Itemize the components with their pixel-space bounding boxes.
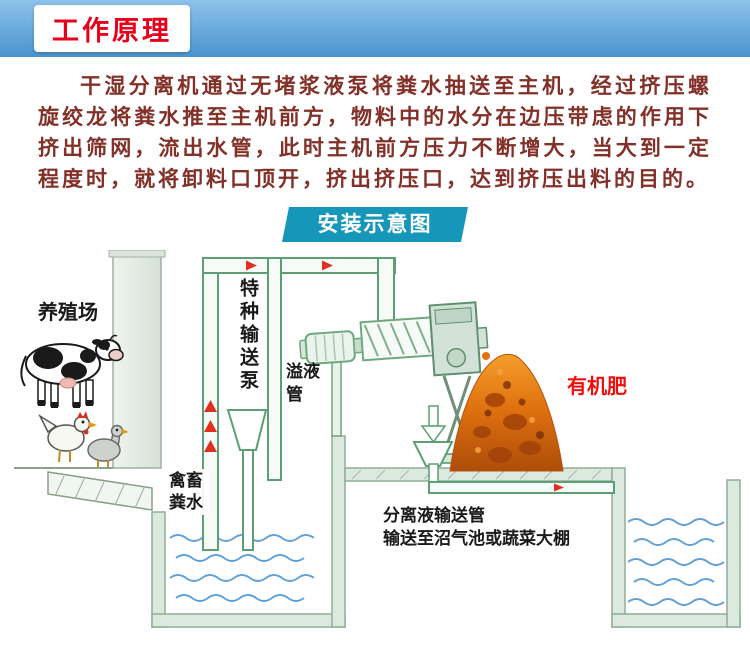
page-title: 工作原理 [52,16,172,46]
liquid-pipe-label-line1: 分离液输送管 [383,506,485,525]
overflow-pipe-label: 溢液管 [286,362,320,404]
diagram-scene [14,250,741,628]
overflow-pipe [267,257,282,481]
screw-icon [363,321,431,357]
liquid-pipe-label-line2: 输送至沼气池或蔬菜大棚 [383,529,570,548]
installation-diagram: 养殖场 特种输送泵 溢液管 禽畜粪水 有机肥 分离液输送管 输送至沼气池或蔬菜大… [0,250,750,635]
pump-label: 特种输送泵 [237,278,258,393]
pump-funnel [226,409,268,551]
storage-tank [611,467,741,628]
liquid-transfer-pipe [428,463,615,494]
fertilizer-pile [449,353,564,472]
manure-water-label: 禽畜粪水 [167,469,209,515]
down-arrow-icon [420,405,447,444]
discharge-funnel [412,441,454,467]
working-principle-text: 干湿分离机通过无堵浆液泵将粪水抽送至主机，经过挤压螺旋绞龙将粪水推至主机前方，物… [38,75,712,191]
top-transfer-pipe [202,257,396,274]
manure-channel [47,471,153,511]
tank-water [627,518,725,606]
farm-label: 养殖场 [38,302,98,324]
machine-support [331,357,342,437]
page-title-box: 工作原理 [34,5,190,52]
header-banner: 工作原理 [0,0,750,57]
liquid-pipe-label: 分离液输送管 输送至沼气池或蔬菜大棚 [383,504,570,550]
organic-fertilizer-label: 有机肥 [567,376,627,398]
installation-diagram-banner: 安装示意图 [282,207,468,242]
machine-inlet-pipe [377,257,395,323]
manure-pit [151,435,346,628]
poultry-illustration [38,411,129,467]
cow-illustration [20,334,124,408]
separator-machine [299,301,489,377]
